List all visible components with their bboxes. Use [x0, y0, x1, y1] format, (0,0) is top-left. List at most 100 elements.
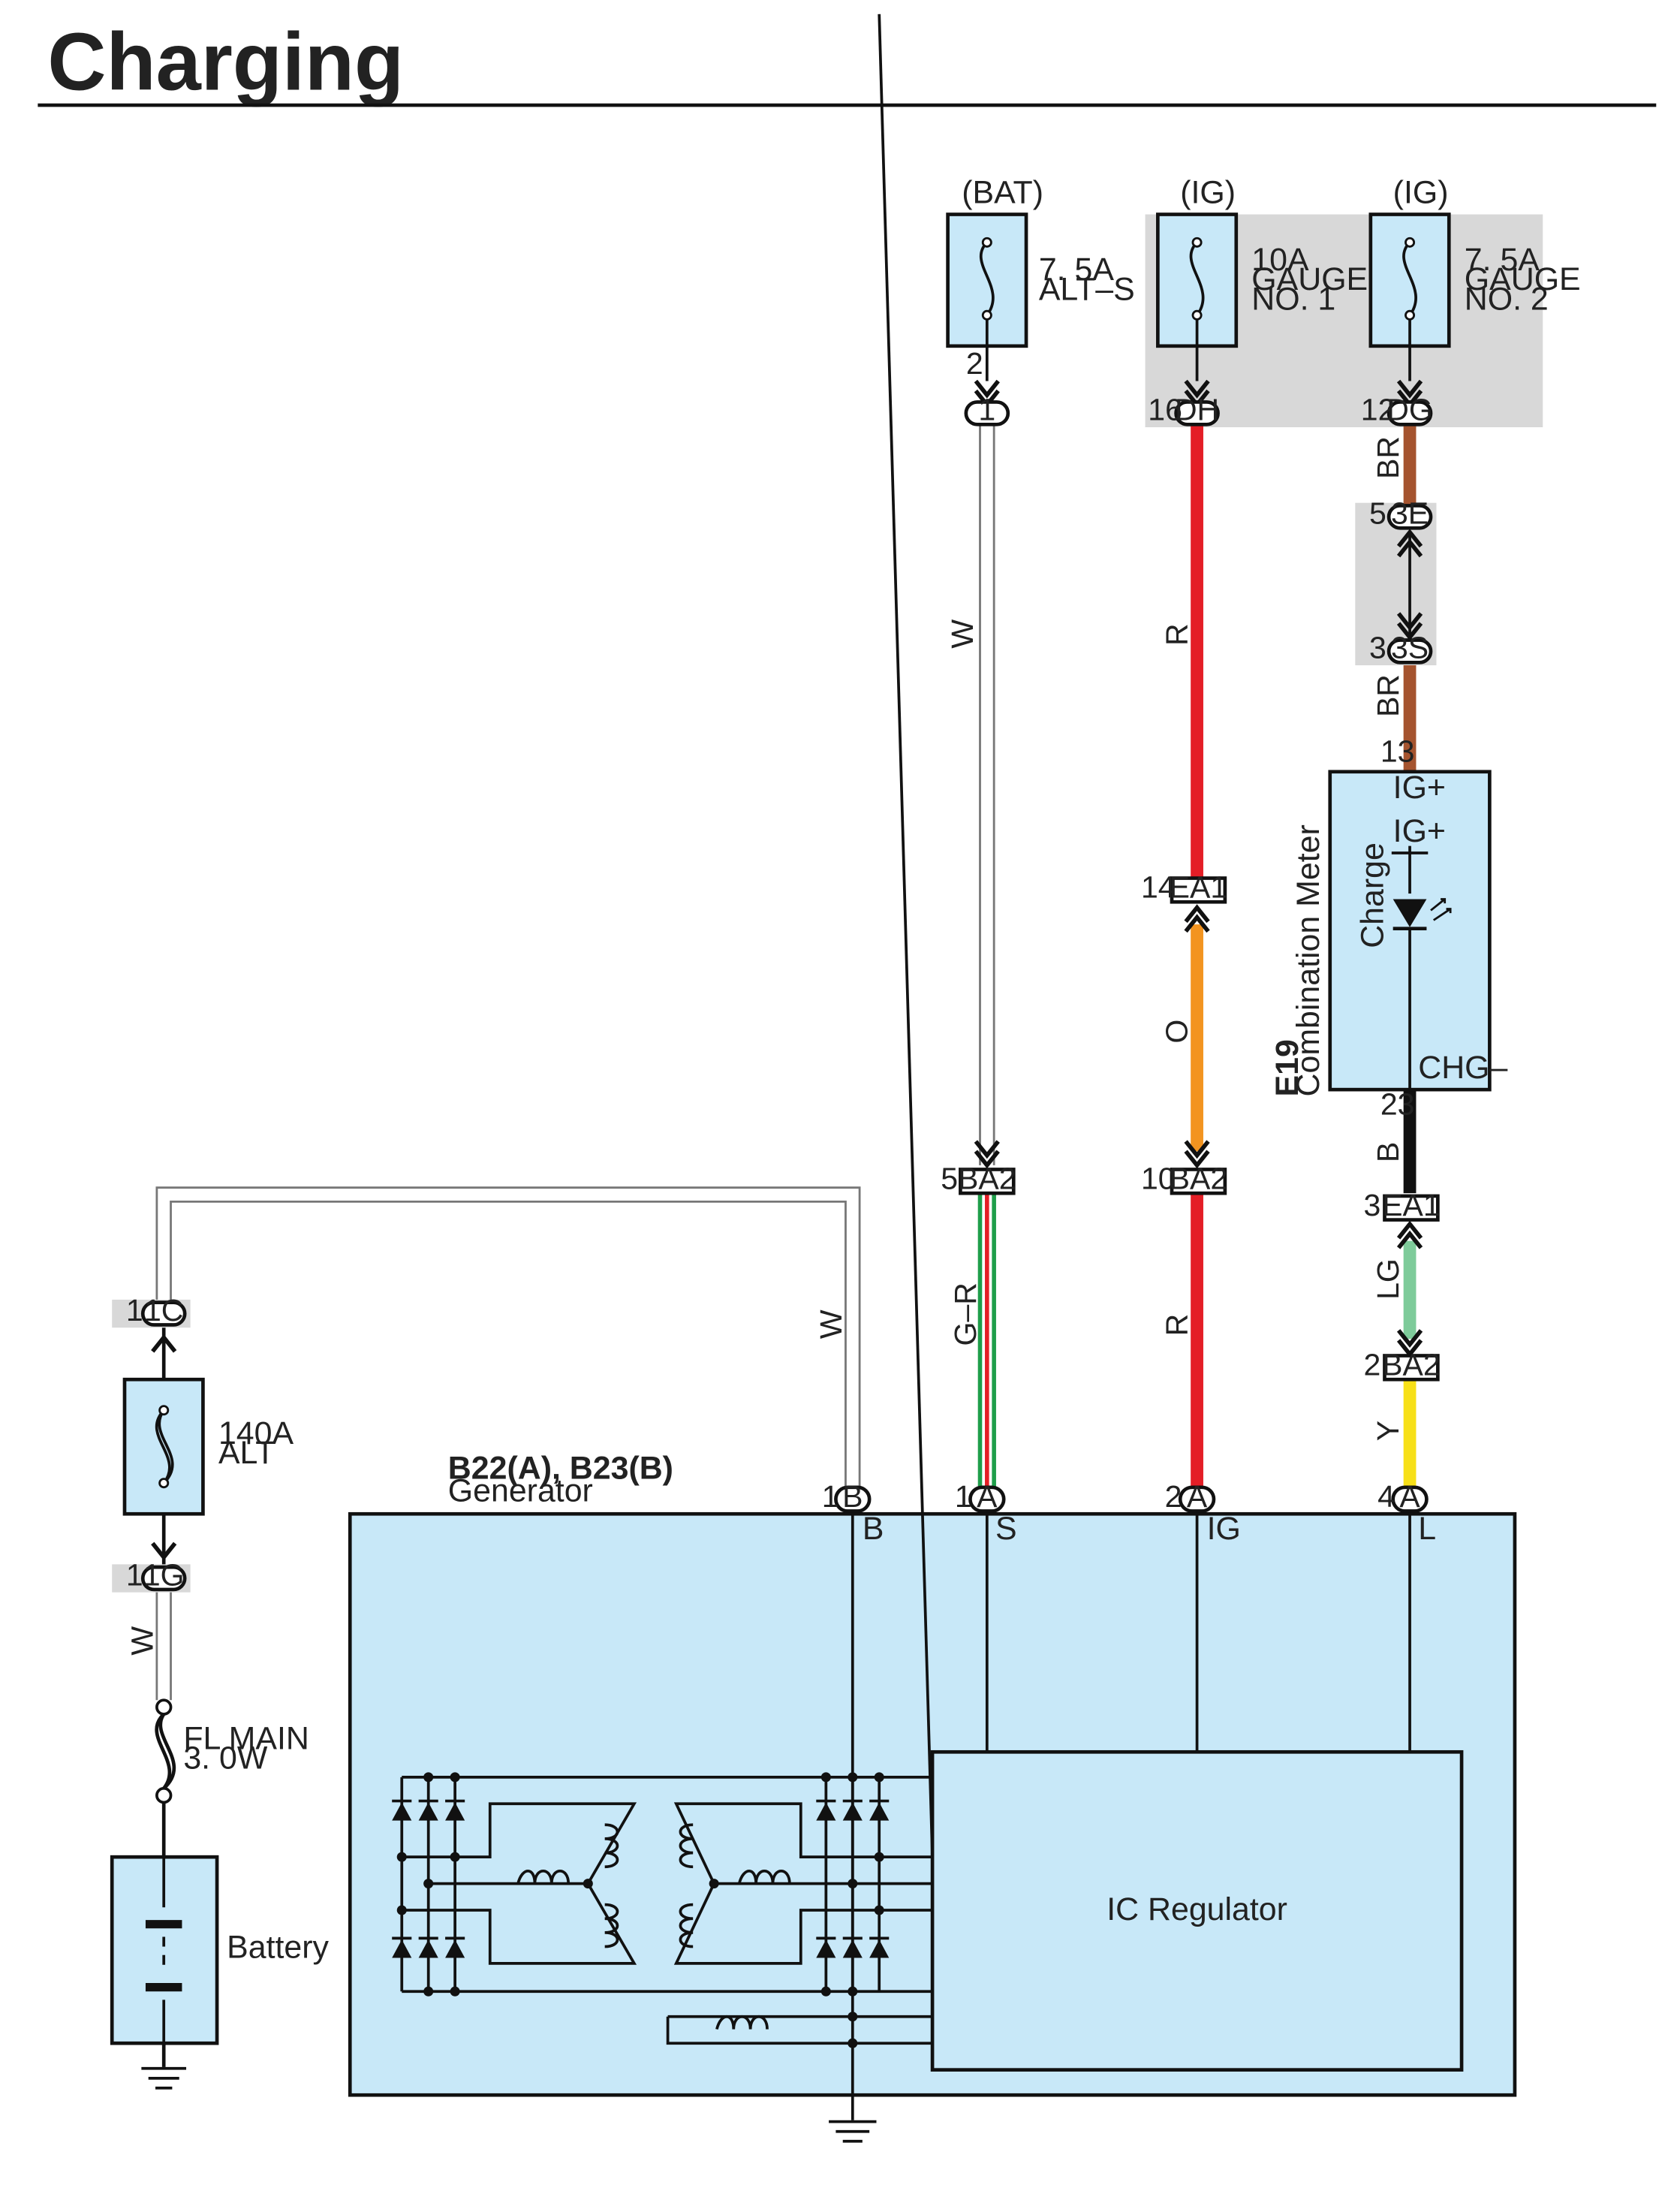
source-ig-2: (IG) [1393, 175, 1449, 211]
arrow-icon [1396, 1220, 1423, 1240]
generator-terminal-b [834, 1485, 872, 1513]
arrow-icon [1396, 1230, 1423, 1249]
arrow-icon [1184, 904, 1210, 924]
page-title: Charging [47, 17, 404, 107]
meter-term-ig-outer: IG+ [1393, 770, 1446, 806]
connector-ba2-s-pin: 5 [941, 1162, 958, 1196]
connector-1-pin: 2 [966, 346, 983, 381]
connector-1g-pin: 1 [126, 1557, 143, 1592]
arrow-icon [1184, 1150, 1210, 1169]
connector-1c [140, 1300, 187, 1327]
arrow-icon [1396, 538, 1423, 558]
wire-w-generator-b [155, 1186, 861, 1487]
connector-3e-pin: 5 [1369, 496, 1386, 531]
terminal-s-conn: A [977, 1479, 998, 1514]
terminal-l-pin: 4 [1377, 1479, 1395, 1514]
led-icon [1392, 899, 1427, 927]
generator-terminal-ig [1178, 1485, 1216, 1513]
fuse-alt [122, 1377, 205, 1516]
arrow-icon [974, 1150, 1000, 1169]
wire-label-w-generator: W [814, 1309, 848, 1339]
connector-ba2-s [959, 1168, 1016, 1195]
terminal-l-conn: A [1399, 1479, 1420, 1514]
wire-g-r [977, 1193, 996, 1487]
arrow-icon [1396, 612, 1423, 631]
connector-3e [1386, 504, 1433, 530]
terminal-b-pin: 1 [822, 1479, 839, 1514]
fuse-alt-s-name: ALT–S [1039, 271, 1135, 307]
terminal-b-name: B [863, 1511, 884, 1547]
connector-3s-id: 3S [1391, 631, 1429, 665]
connector-3s [1386, 638, 1433, 665]
terminal-ig-conn: A [1187, 1479, 1208, 1514]
terminal-ig-name: IG [1207, 1511, 1241, 1547]
arrow-icon [151, 1541, 177, 1561]
terminal-s-name: S [995, 1511, 1017, 1547]
meter-pin-ig: 13 [1380, 734, 1415, 769]
connector-1-id: 1 [978, 393, 995, 427]
arrow-icon [1184, 914, 1210, 933]
battery-label: Battery [227, 1929, 329, 1965]
connector-ea1-l [1383, 1194, 1440, 1222]
fuse-gauge1-amp: 10A [1251, 242, 1309, 278]
connector-3s-pin: 3 [1369, 631, 1386, 665]
wire-label-lg: LG [1371, 1258, 1405, 1300]
fuse-alt-s [946, 212, 1028, 381]
wire-label-y: Y [1371, 1421, 1405, 1441]
connector-ea1-ig-pin: 14 [1141, 870, 1176, 905]
connector-ea1-l-pin: 3 [1364, 1188, 1381, 1222]
terminal-ig-pin: 2 [1165, 1479, 1182, 1514]
wire-w-bat [979, 423, 995, 1165]
stator-coil-icon [516, 1823, 791, 2030]
arrow-icon [151, 1334, 177, 1353]
connector-ba2-l [1383, 1354, 1440, 1382]
wire-label-br-top: BR [1371, 436, 1405, 479]
connector-1c-id: 1C [144, 1293, 183, 1328]
meter-lamp-charge: Charge [1355, 842, 1391, 948]
connector-ba2-ig-id: BA2 [1170, 1162, 1228, 1196]
connector-ba2-ig-pin: 10 [1141, 1162, 1176, 1196]
wire-label-o: O [1160, 1020, 1194, 1044]
arrow-icon [1396, 622, 1423, 641]
arrow-icon [974, 1140, 1000, 1159]
connector-1 [964, 400, 1010, 426]
meter-term-chg: CHG– [1418, 1050, 1507, 1086]
fl-main-size: 3. 0W [183, 1740, 268, 1777]
connector-ba2-l-pin: 2 [1364, 1348, 1381, 1382]
fuse-gauge2-amp: 7. 5A [1465, 242, 1540, 278]
junction-3e-3s-shade [1355, 502, 1437, 666]
arrow-icon [1396, 1329, 1423, 1349]
wire-label-g-r: G–R [948, 1282, 983, 1346]
generator-terminal-s [968, 1485, 1006, 1513]
connector-ea1-ig [1170, 876, 1227, 904]
arrow-icon [1396, 529, 1423, 548]
connector-3e-id: 3E [1391, 496, 1429, 531]
connector-1g-id: 1G [143, 1557, 185, 1592]
rectifier-diodes [392, 1799, 890, 1958]
fl-main-name: FL MAIN [183, 1721, 309, 1757]
fuse-gauge-no1 [1156, 212, 1239, 381]
fuse-alt-name: ALT [218, 1435, 275, 1471]
fuse-gauge-no2 [1368, 212, 1451, 381]
arrow-icon [1396, 379, 1423, 399]
generator-code: B22(A), B23(B) [448, 1451, 673, 1487]
connector-1c-pin: 1 [126, 1293, 143, 1328]
arrow-icon [974, 379, 1000, 399]
fuse-gauge2-name1: GAUGE [1465, 261, 1581, 297]
generator-body [348, 14, 1517, 2097]
meter-term-ig-inner: IG+ [1393, 813, 1446, 849]
fuse-gauge2-name2: NO. 2 [1465, 281, 1549, 317]
meter-pin-chg: 23 [1380, 1087, 1415, 1122]
connector-ea1-ig-id: EA1 [1170, 870, 1228, 905]
battery [110, 1855, 219, 2045]
connector-dg [1386, 400, 1433, 426]
arrow-icon [1184, 1140, 1210, 1159]
connector-ba2-s-id: BA2 [958, 1162, 1016, 1196]
meter-name: Combination Meter [1290, 824, 1326, 1096]
wire-label-r-bottom: R [1160, 1314, 1194, 1337]
fuse-alt-amp: 140A [218, 1415, 294, 1451]
connector-dg-pin: 12 [1361, 393, 1395, 427]
wire-label-w-bat: W [945, 619, 980, 649]
fuse-gauge1-name1: GAUGE [1251, 261, 1368, 297]
